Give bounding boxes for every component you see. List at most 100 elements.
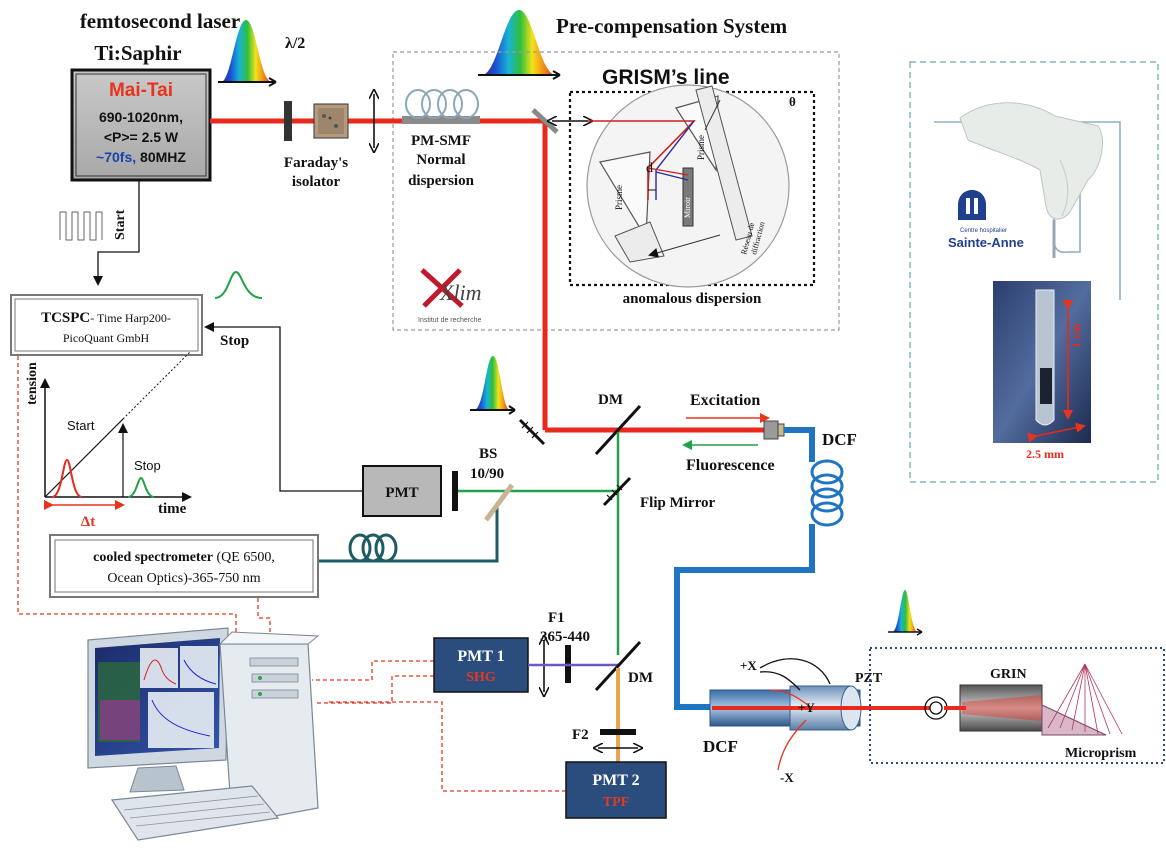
pmsmf-label-1: PM-SMF xyxy=(411,133,471,149)
hospital-name: Sainte-Anne xyxy=(948,235,1024,250)
minus-x-label: -X xyxy=(780,770,794,785)
graph-xlabel: time xyxy=(158,501,187,517)
spectrum-icon-3 xyxy=(470,356,516,415)
tcspc-line-2: PicoQuant GmbH xyxy=(63,331,150,345)
maitai-spec-1: 690-1020nm, xyxy=(99,109,183,125)
fiber-coupler xyxy=(763,420,785,440)
plus-y-label: +Y xyxy=(798,700,815,715)
faraday-label-1: Faraday's xyxy=(284,155,348,171)
svg-text:Xlim: Xlim xyxy=(439,280,482,305)
pickoff-mirror xyxy=(531,108,559,134)
dichroic-mirror-2 xyxy=(594,640,642,692)
dcf-label-2: DCF xyxy=(703,737,738,756)
precomp-box xyxy=(392,51,840,331)
flip-mirror-label: Flip Mirror xyxy=(640,495,715,511)
pmsmf-label-3: dispersion xyxy=(408,173,475,189)
maitai-spec-2: <P>= 2.5 W xyxy=(104,129,179,145)
pmt1-sub: SHG xyxy=(466,670,496,685)
bs-label-2: 10/90 xyxy=(470,466,504,482)
pmt2-box: PMT 2 TPF xyxy=(565,761,667,819)
svg-text:Institut de recherche: Institut de recherche xyxy=(418,317,482,324)
computer-icon xyxy=(87,627,320,841)
graph-delta-label: Δt xyxy=(81,514,95,530)
stop-line xyxy=(204,322,363,492)
faraday-label-2: isolator xyxy=(292,174,341,190)
graph-start-label: Start xyxy=(67,418,95,433)
probe-tube xyxy=(709,685,930,731)
flip-mirror xyxy=(602,476,632,507)
tcspc-line-1: TCSPC- Time Harp200- xyxy=(41,310,171,326)
pzt-label: PZT xyxy=(855,671,883,686)
dcf-label: DCF xyxy=(822,430,857,449)
f1-label-1: F1 xyxy=(548,610,565,626)
distal-optics xyxy=(924,663,1123,736)
dcf-fiber-lower xyxy=(674,524,815,710)
fiber-coil-icon xyxy=(348,533,398,563)
pmt2-sub: TPF xyxy=(603,795,629,810)
pmt-label: PMT xyxy=(385,485,418,501)
pmt2-label: PMT 2 xyxy=(592,772,639,789)
excitation-label: Excitation xyxy=(690,392,760,409)
half-wave-label: λ/2 xyxy=(285,35,305,52)
probe-diameter-label: 2.5 mm xyxy=(1026,447,1064,461)
pulse-train-icon xyxy=(59,211,103,241)
dm-label-2: DM xyxy=(628,670,653,686)
grin-label: GRIN xyxy=(990,667,1027,682)
start-label: Start xyxy=(113,209,128,240)
precomp-title: Pre-compensation System xyxy=(556,14,788,38)
miroir-label: Miroir xyxy=(683,197,692,218)
dichroic-mirror-1 xyxy=(594,404,642,456)
tcspc-box: TCSPC- Time Harp200- PicoQuant GmbH xyxy=(10,294,203,356)
hospital-small-label: Centre hospitalier xyxy=(960,228,1007,234)
stop-label: Stop xyxy=(220,333,249,349)
faraday-isolator xyxy=(313,103,349,139)
probe-photo xyxy=(934,102,1121,443)
f1-label-2: 365-440 xyxy=(540,629,590,645)
fluorescence-label: Fluorescence xyxy=(686,457,775,474)
f2-filter xyxy=(600,729,636,735)
start-line xyxy=(93,180,140,286)
grism-schematic xyxy=(586,84,790,288)
xlim-logo: Xlim Institut de recherche xyxy=(418,268,482,324)
plus-x-label: +X xyxy=(740,658,757,673)
spectrometer-box: cooled spectrometer (QE 6500, Ocean Opti… xyxy=(49,534,319,598)
f2-label: F2 xyxy=(572,727,589,743)
anomalous-label: anomalous dispersion xyxy=(623,291,762,307)
timing-graph xyxy=(40,351,192,510)
pmsmf-fiber xyxy=(402,89,480,124)
graph-ylabel: tension xyxy=(25,362,40,405)
fluorescence-beam xyxy=(452,432,620,655)
pulse-green-icon xyxy=(214,270,263,299)
graph-stop-label: Stop xyxy=(134,458,161,473)
pmt-box: PMT xyxy=(362,465,442,517)
maitai-laser-box: Mai-Tai 690-1020nm, <P>= 2.5 W ~70fs, 80… xyxy=(70,68,212,182)
grism-title: GRISM’s line xyxy=(602,66,730,89)
microprism-label: Microprism xyxy=(1065,746,1137,761)
dashed-connectors xyxy=(17,356,566,792)
pmt1-box: PMT 1 SHG xyxy=(433,637,529,693)
pzt-wires xyxy=(759,658,831,691)
pmt-filter xyxy=(452,471,458,511)
pmsmf-label-2: Normal xyxy=(416,152,465,168)
half-wave-plate xyxy=(284,101,292,141)
beam-splitter xyxy=(483,483,515,522)
dcf-fiber-upper xyxy=(784,427,815,462)
maitai-spec-3: ~70fs, 80MHZ xyxy=(96,149,186,165)
spectro-line-2: Ocean Optics)-365-750 nm xyxy=(107,571,260,586)
dm-label-1: DM xyxy=(598,392,623,408)
spectrum-icon-4 xyxy=(888,590,923,636)
corner-mirror xyxy=(518,418,546,446)
pmt1-label: PMT 1 xyxy=(457,648,504,665)
spectro-line-1: cooled spectrometer (QE 6500, xyxy=(93,550,275,565)
prisme-label-1: Prisme xyxy=(696,135,706,160)
theta-label: θ xyxy=(789,94,796,109)
d-label: d xyxy=(646,161,653,176)
bs-label-1: BS xyxy=(479,446,497,462)
probe-length-label: 1 cm xyxy=(1069,324,1083,348)
distal-optics-box xyxy=(869,647,1165,764)
dcf-coil-icon xyxy=(810,459,844,527)
maitai-model: Mai-Tai xyxy=(109,80,173,101)
spectrum-icon-2 xyxy=(478,10,561,80)
